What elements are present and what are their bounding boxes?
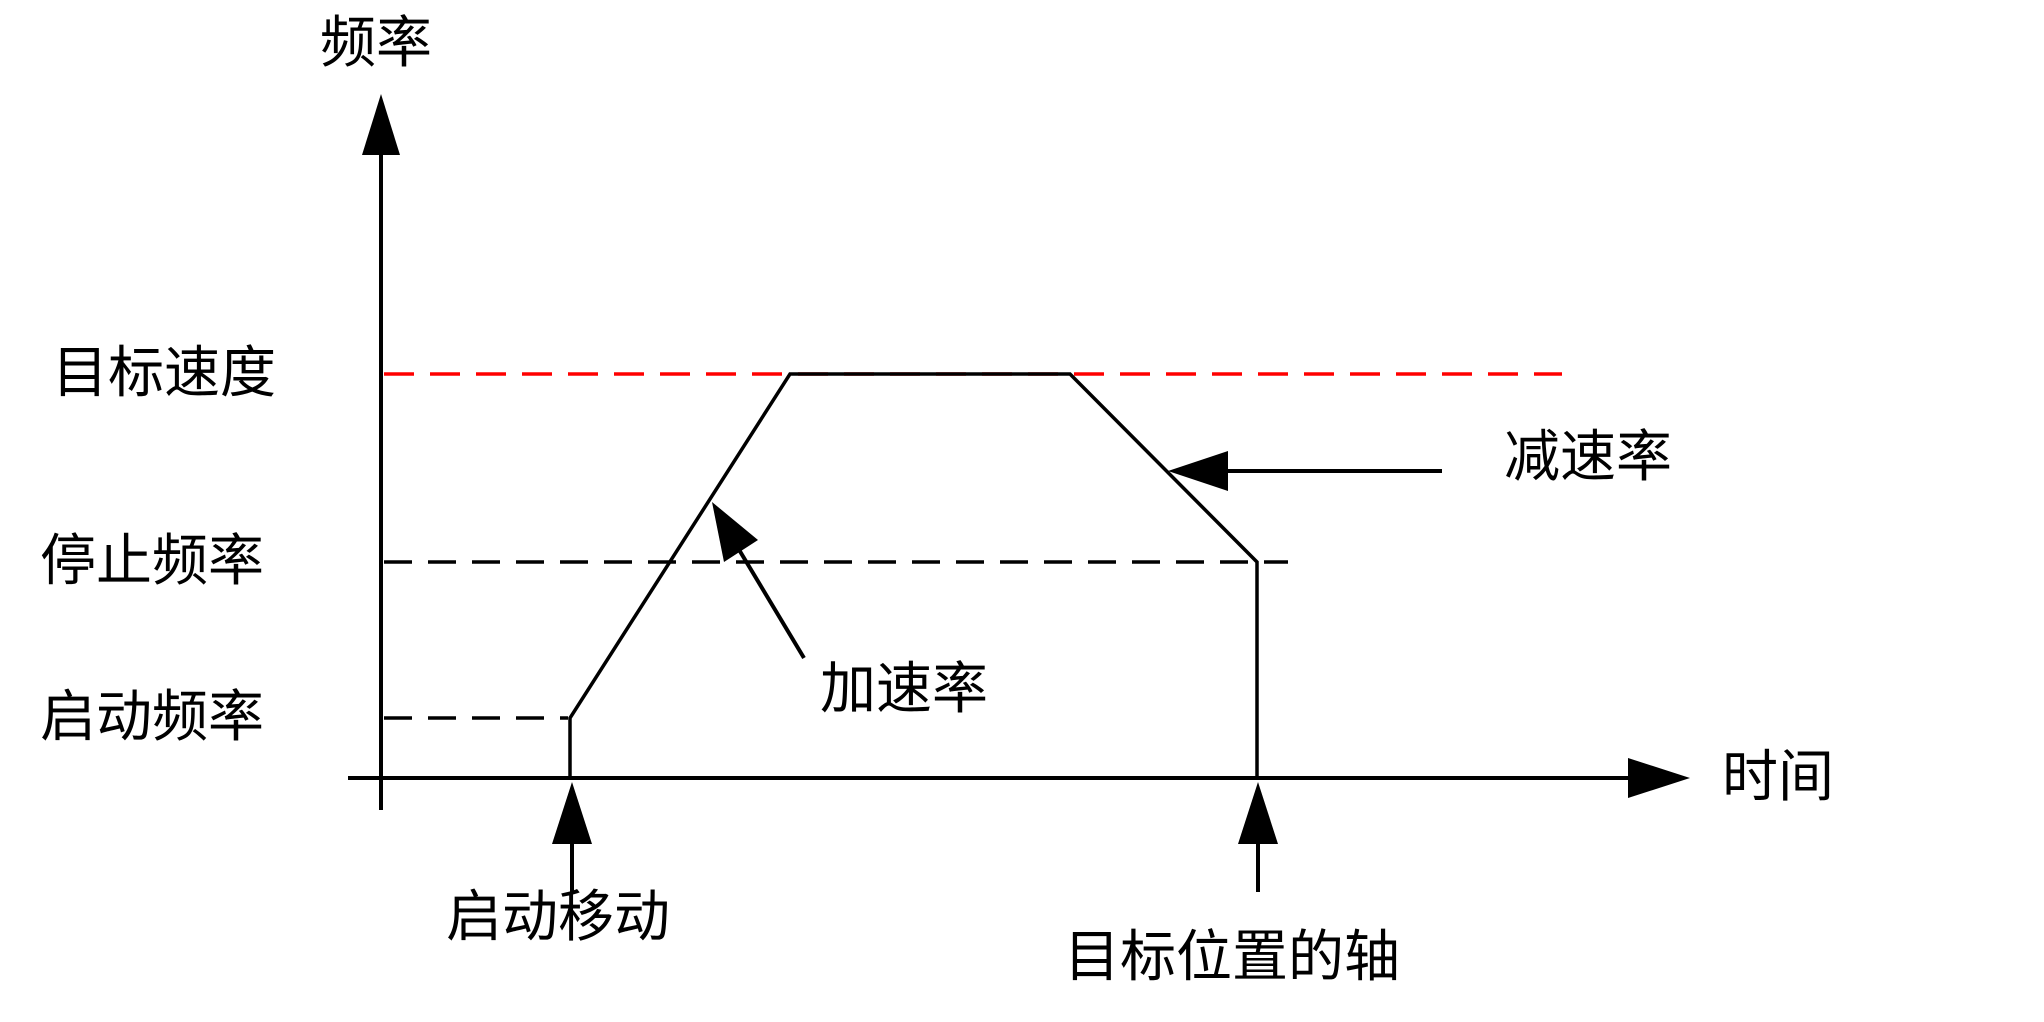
y-axis-label: 频率 (320, 11, 432, 76)
acceleration-label: 加速率 (820, 657, 988, 722)
velocity-profile (568, 372, 1259, 778)
deceleration-label: 减速率 (1504, 425, 1672, 490)
stop-frequency-label: 停止频率 (40, 529, 264, 594)
x-axis-arrowhead (1628, 758, 1690, 798)
x-axis-label: 时间 (1722, 745, 1834, 810)
deceleration-arrowhead (1168, 451, 1228, 491)
target-position-arrowhead (1238, 782, 1278, 844)
acceleration-arrow-shaft (736, 546, 806, 660)
target-speed-label: 目标速度 (52, 341, 276, 406)
acceleration-arrowhead (712, 502, 758, 562)
target-position-label: 目标位置的轴 (1064, 925, 1400, 990)
start-move-arrowhead (552, 782, 592, 844)
start-frequency-label: 启动频率 (40, 685, 264, 750)
y-axis-arrowhead (362, 94, 400, 155)
start-move-label: 启动移动 (446, 885, 670, 950)
